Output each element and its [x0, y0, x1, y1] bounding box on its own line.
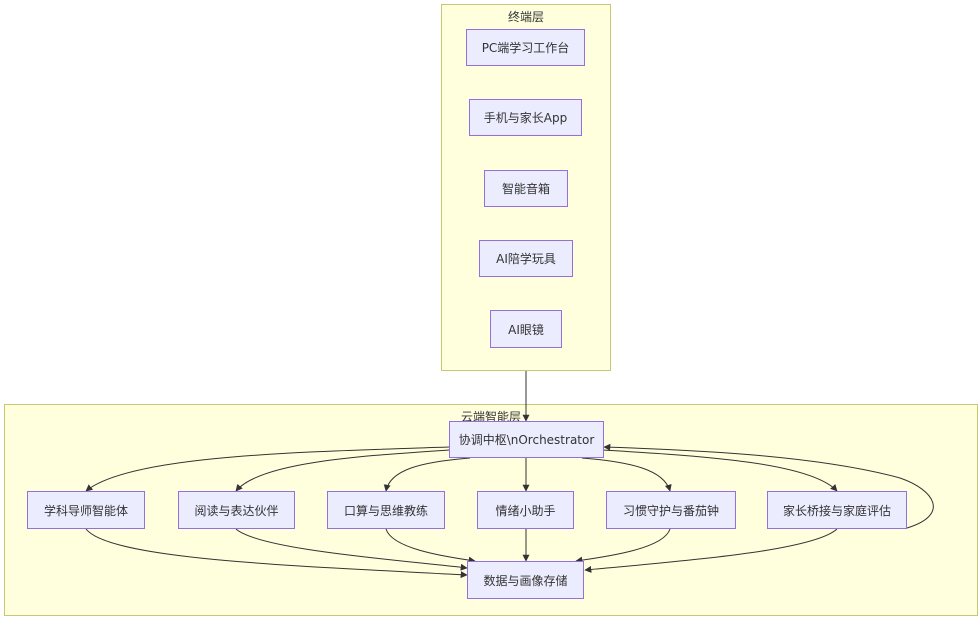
node-ai-companion-toy[interactable]: AI陪学玩具 [479, 240, 573, 277]
edge-reading-to-data [235, 528, 468, 571]
edge-parent-to-data [584, 528, 838, 573]
node-data-profile-store[interactable]: 数据与画像存储 [467, 561, 584, 599]
edge-subject-to-data [85, 528, 468, 579]
cloud-layer-title: 云端智能层 [460, 410, 521, 424]
node-habit-pomodoro[interactable]: 习惯守护与番茄钟 [606, 491, 736, 529]
edge-math-to-data [385, 528, 476, 564]
edge-orchestrator-to-parent [602, 449, 838, 492]
edge-orchestrator-to-habit [581, 457, 672, 492]
node-ai-glasses[interactable]: AI眼镜 [490, 310, 562, 348]
node-math-coach[interactable]: 口算与思维教练 [327, 491, 445, 529]
node-emotion-helper[interactable]: 情绪小助手 [477, 491, 574, 529]
edge-parent-to-orchestrator [603, 443, 934, 529]
node-pc-workstation[interactable]: PC端学习工作台 [466, 29, 585, 66]
node-subject-tutor-agent[interactable]: 学科导师智能体 [27, 491, 145, 529]
edge-habit-to-data [575, 528, 671, 564]
edge-orchestrator-to-reading [235, 449, 450, 492]
terminal-layer-title: 终端层 [507, 10, 544, 24]
node-orchestrator[interactable]: 协调中枢\nOrchestrator [449, 421, 604, 458]
edge-orchestrator-to-math [383, 457, 471, 492]
node-smart-speaker[interactable]: 智能音箱 [484, 170, 568, 207]
node-phone-parent-app[interactable]: 手机与家长App [469, 99, 582, 136]
node-parent-bridge[interactable]: 家长桥接与家庭评估 [767, 491, 907, 529]
edge-orchestrator-to-subject [85, 446, 450, 492]
node-reading-partner[interactable]: 阅读与表达伙伴 [178, 491, 295, 529]
